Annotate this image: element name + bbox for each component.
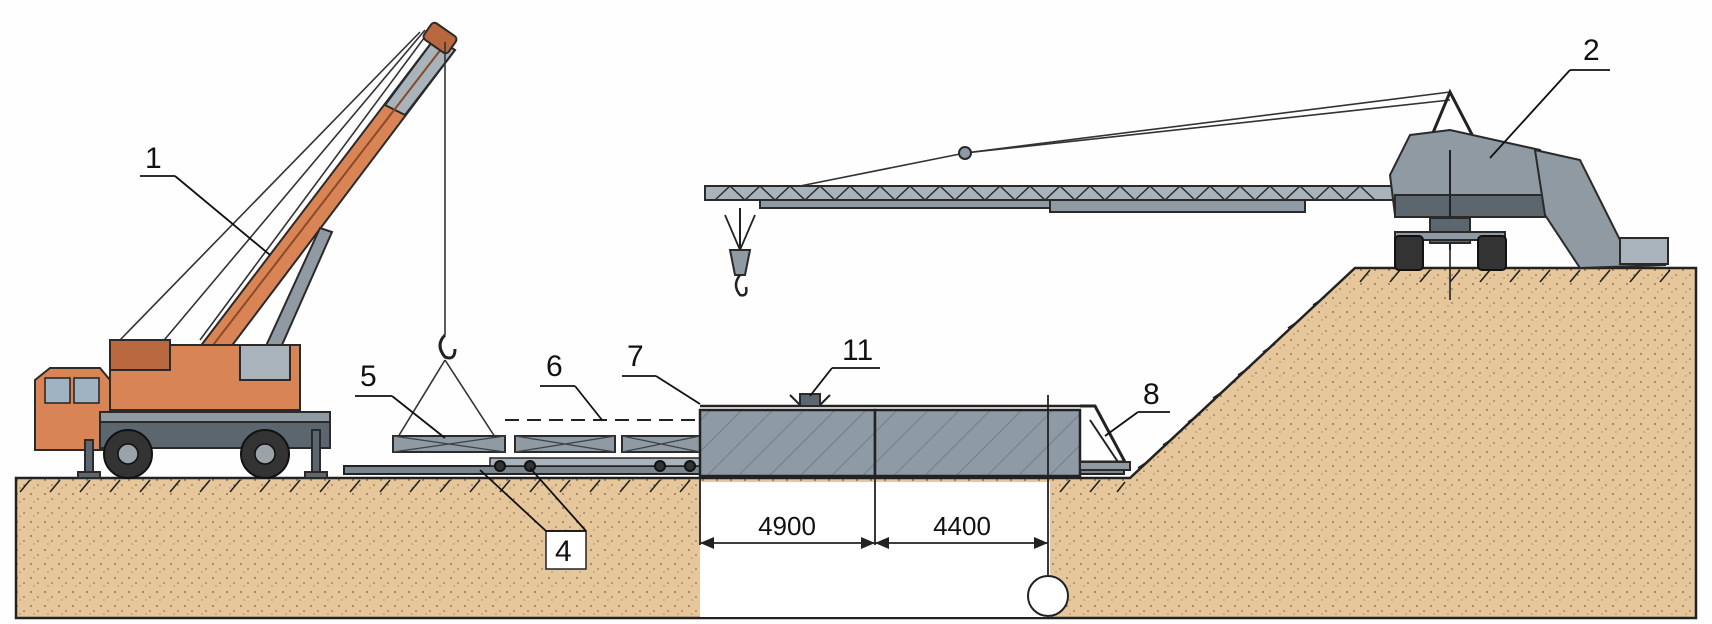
axis-circle (1027, 575, 1069, 617)
crane-hook (438, 333, 457, 360)
device-11 (799, 393, 821, 407)
block-section-1 (698, 408, 877, 478)
label-11: 11 (842, 334, 873, 367)
dimension-4400: 4400 (933, 511, 991, 541)
callouts: 1 2 4 5 6 7 11 8 (140, 34, 1610, 570)
end-frame (1080, 404, 1128, 464)
soil-profile (14, 266, 1698, 620)
dimension-4900: 4900 (758, 511, 816, 541)
ground-hatch (19, 269, 1671, 493)
dimension-line: 4900 4400 (699, 395, 1069, 617)
block-section-2 (873, 408, 1082, 478)
label-5: 5 (360, 360, 377, 393)
gantry-crane (704, 88, 1669, 300)
label-2: 2 (1583, 34, 1600, 67)
label-8: 8 (1143, 378, 1160, 411)
panel-elements (392, 419, 701, 453)
label-1: 1 (145, 142, 162, 175)
crane-jib (704, 185, 1446, 201)
label-6: 6 (546, 350, 563, 383)
tunnel-blocks (698, 393, 1131, 478)
label-7: 7 (627, 340, 644, 373)
mobile-crane (34, 21, 496, 479)
label-4: 4 (555, 535, 572, 568)
